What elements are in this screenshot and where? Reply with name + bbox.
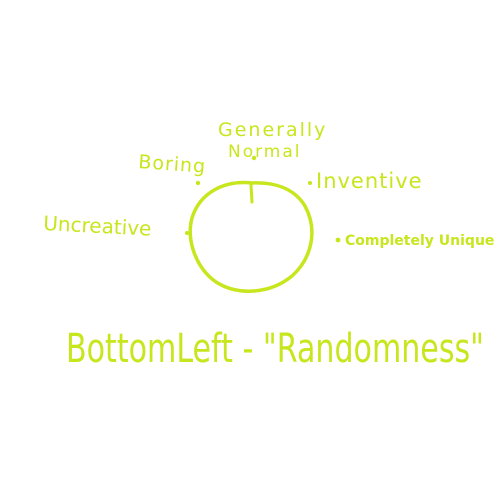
- inventive-dot: [308, 181, 312, 185]
- label-normal: Normal: [228, 142, 302, 162]
- label-inventive: Inventive: [316, 169, 423, 193]
- label-completely-unique: Completely Unique: [345, 233, 494, 249]
- caption-text: BottomLeft - "Randomness": [66, 326, 484, 372]
- label-boring: Boring: [138, 151, 207, 178]
- generally-normal-dot: [251, 155, 257, 161]
- dial-tick: [249, 183, 254, 204]
- dial-circle: [188, 180, 314, 293]
- completely-unique-dot: [335, 237, 341, 243]
- label-uncreative: Uncreative: [43, 211, 152, 241]
- uncreative-dot: [185, 231, 189, 235]
- label-generally: Generally: [218, 119, 327, 141]
- boring-dot: [195, 180, 201, 186]
